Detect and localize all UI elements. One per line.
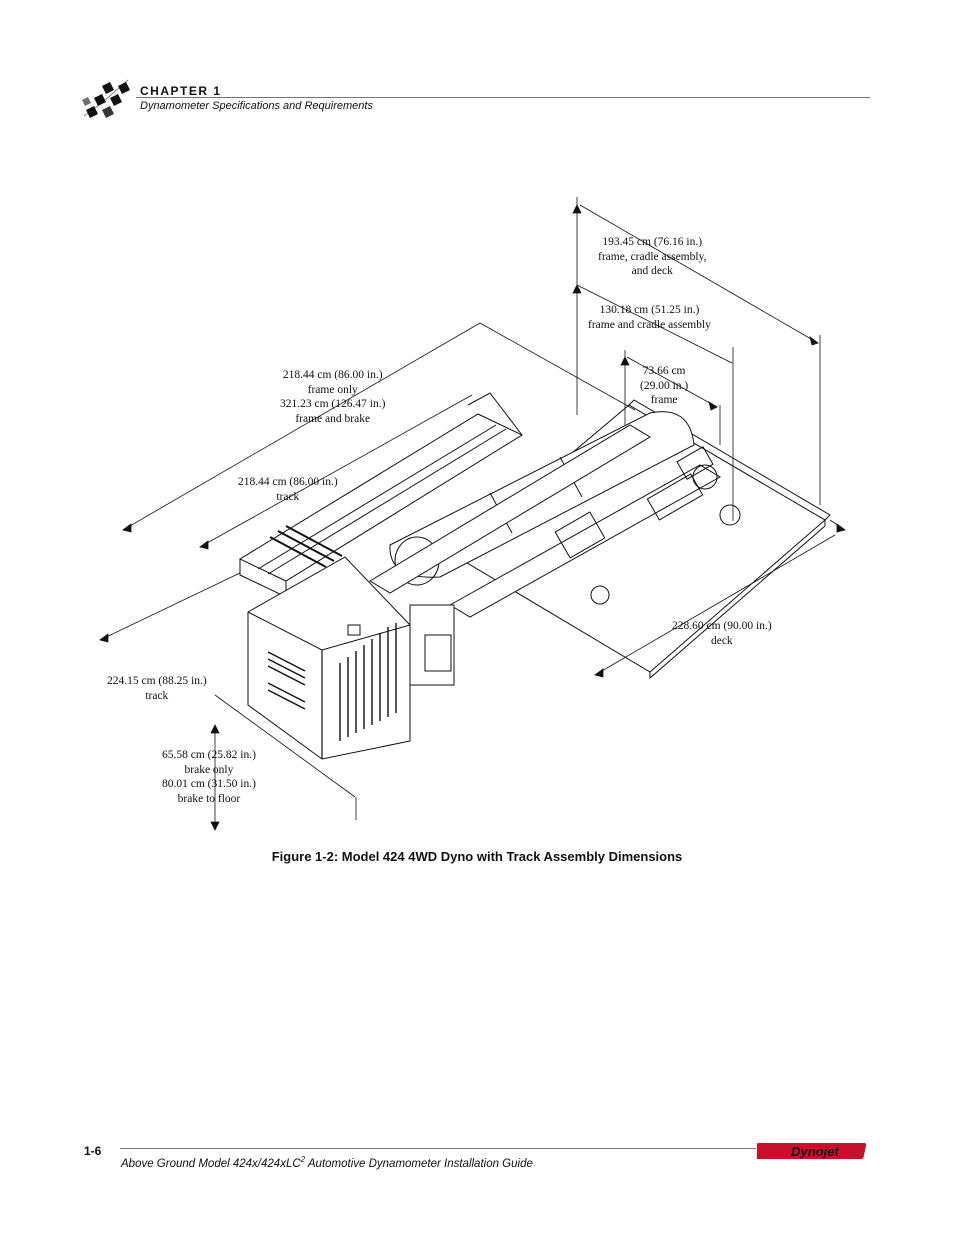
chapter-label: CHAPTER 1 <box>140 84 222 98</box>
dim-line: 80.01 cm (31.50 in.) <box>162 778 256 790</box>
dim-line: 193.45 cm (76.16 in.) <box>602 236 703 248</box>
dyno-assembly-drawing <box>99 197 846 831</box>
dim-line: frame <box>650 394 678 406</box>
figure-caption: Figure 1-2: Model 424 4WD Dyno with Trac… <box>271 849 683 864</box>
page-number: 1-6 <box>84 1144 102 1158</box>
dynojet-logo: Dynojet <box>757 1143 867 1159</box>
dim-line: 130.18 cm (51.25 in.) <box>599 304 700 316</box>
dim-line: 224.15 cm (88.25 in.) <box>107 675 207 687</box>
dim-line: brake to floor <box>177 792 241 805</box>
footer-title-suffix: Automotive Dynamometer Installation Guid… <box>305 1157 533 1170</box>
dim-line: frame and cradle assembly <box>588 318 711 331</box>
dim-line: track <box>276 490 300 503</box>
dim-overall-length: 193.45 cm (76.16 in.) frame, cradle asse… <box>598 235 706 279</box>
footer-rule <box>120 1148 756 1149</box>
dim-deck: 228.60 cm (90.00 in.) deck <box>672 619 772 648</box>
dim-line: 218.44 cm (86.00 in.) <box>282 369 383 381</box>
dim-line: 73.66 cm <box>642 365 686 377</box>
dim-line: 218.44 cm (86.00 in.) <box>238 476 338 488</box>
chapter-subtitle: Dynamometer Specifications and Requireme… <box>140 100 373 112</box>
logo-text: Dynojet <box>791 1144 839 1159</box>
dim-line: 65.58 cm (25.82 in.) <box>162 749 256 761</box>
dim-line: frame only <box>307 383 358 396</box>
dim-line: 228.60 cm (90.00 in.) <box>672 620 772 632</box>
dim-line: and deck <box>631 265 673 277</box>
dim-line: frame, cradle assembly, <box>598 250 707 263</box>
dim-frame-brake: 218.44 cm (86.00 in.) frame only 321.23 … <box>280 368 385 426</box>
dim-frame: 73.66 cm (29.00 in.) frame <box>640 364 688 408</box>
checkered-flag-icon <box>82 79 130 118</box>
footer-title-sup: 2 <box>300 1155 306 1164</box>
footer-title: Above Ground Model 424x/424xLC2 Automoti… <box>121 1155 533 1170</box>
dim-track-length: 224.15 cm (88.25 in.) track <box>107 674 207 703</box>
dim-line: frame and brake <box>295 412 371 425</box>
footer-title-prefix: Above Ground Model 424x/424xLC <box>121 1157 301 1170</box>
dim-brake-height: 65.58 cm (25.82 in.) brake only 80.01 cm… <box>162 748 256 806</box>
dim-line: brake only <box>184 763 234 776</box>
dim-line: deck <box>710 634 733 647</box>
dim-frame-cradle: 130.18 cm (51.25 in.) frame and cradle a… <box>588 303 711 332</box>
dim-line: track <box>145 689 169 702</box>
header-rule <box>136 97 870 98</box>
dim-line: (29.00 in.) <box>640 379 689 392</box>
dim-track-width: 218.44 cm (86.00 in.) track <box>238 475 338 504</box>
dim-line: 321.23 cm (126.47 in.) <box>280 398 386 410</box>
